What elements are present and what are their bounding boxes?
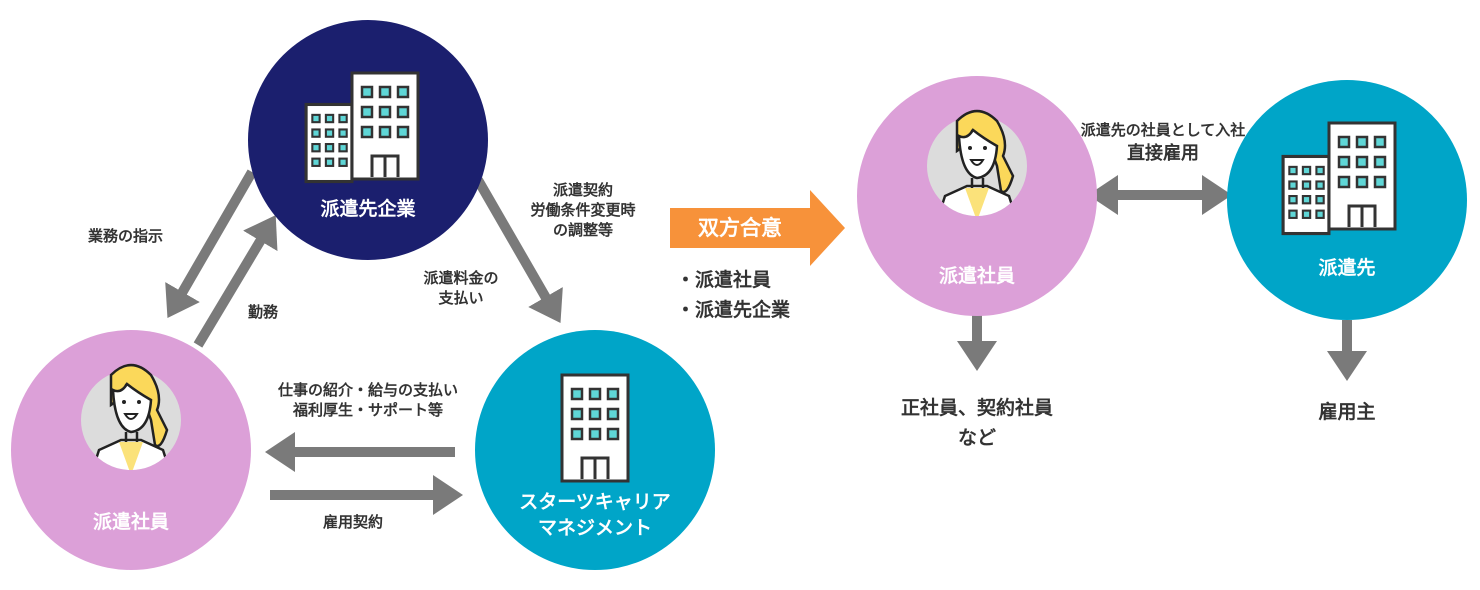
fee-label: 派遣料金の 支払い <box>401 268 521 308</box>
temp-staff-right-label: 派遣社員 <box>938 265 1015 287</box>
services-line: 福利厚生・サポート等 <box>292 401 443 419</box>
client-company-node: 派遣先企業 <box>248 20 488 260</box>
building-icon <box>350 70 420 182</box>
fee-line: 支払い <box>438 289 484 307</box>
temp-staff-right-node: 派遣社員 <box>857 76 1097 316</box>
arrow-instructions <box>165 169 257 318</box>
dispatch-dest-node: 派遣先 <box>1227 80 1467 320</box>
building-icon <box>1327 120 1397 232</box>
building-icon <box>304 102 354 184</box>
party-item: ・派遣社員 <box>676 269 772 291</box>
employer-label: 雇用主 <box>1318 401 1376 423</box>
contract-line: 派遣契約 <box>552 181 613 199</box>
agency-node: スターツキャリア マネジメント <box>475 330 715 570</box>
outcome-line: 正社員、契約社員 <box>900 397 1053 419</box>
temp-staff-label: 派遣社員 <box>92 511 169 533</box>
agency-label-line2: マネジメント <box>537 517 652 539</box>
building-icon <box>560 372 630 484</box>
dispatch-dest-label: 派遣先 <box>1318 257 1376 279</box>
person-icon <box>917 96 1037 216</box>
staff-outcome-label: 正社員、契約社員 など <box>867 393 1087 453</box>
contract-line: 労働条件変更時 <box>530 201 636 219</box>
employment-contract-label: 雇用契約 <box>323 513 384 531</box>
agency-label-line1: スターツキャリア <box>519 491 671 513</box>
direct-employment-label: 派遣先の社員として入社 直接雇用 <box>1053 120 1273 168</box>
arrow-contract <box>473 177 563 323</box>
client-company-label: 派遣先企業 <box>320 198 416 220</box>
agreement-label: 双方合意 <box>698 216 782 240</box>
services-label: 仕事の紹介・給与の支払い 福利厚生・サポート等 <box>258 380 478 420</box>
arrow-work <box>193 215 278 348</box>
parties-list: ・派遣社員 ・派遣先企業 <box>676 265 790 325</box>
join-line: 派遣先の社員として入社 <box>1080 121 1246 139</box>
party-item: ・派遣先企業 <box>676 299 791 321</box>
contract-line: の調整等 <box>552 221 613 239</box>
temp-staff-node: 派遣社員 <box>11 330 251 570</box>
fee-line: 派遣料金の <box>423 269 499 287</box>
person-icon <box>71 350 191 470</box>
contract-label: 派遣契約 労働条件変更時 の調整等 <box>513 180 653 240</box>
instructions-label: 業務の指示 <box>88 227 164 245</box>
agreement-arrow <box>670 190 845 266</box>
outcome-line: など <box>957 427 996 449</box>
building-icon <box>1281 154 1331 236</box>
join-line: 直接雇用 <box>1127 143 1199 164</box>
services-line: 仕事の紹介・給与の支払い <box>277 381 458 399</box>
work-label: 勤務 <box>248 303 279 321</box>
